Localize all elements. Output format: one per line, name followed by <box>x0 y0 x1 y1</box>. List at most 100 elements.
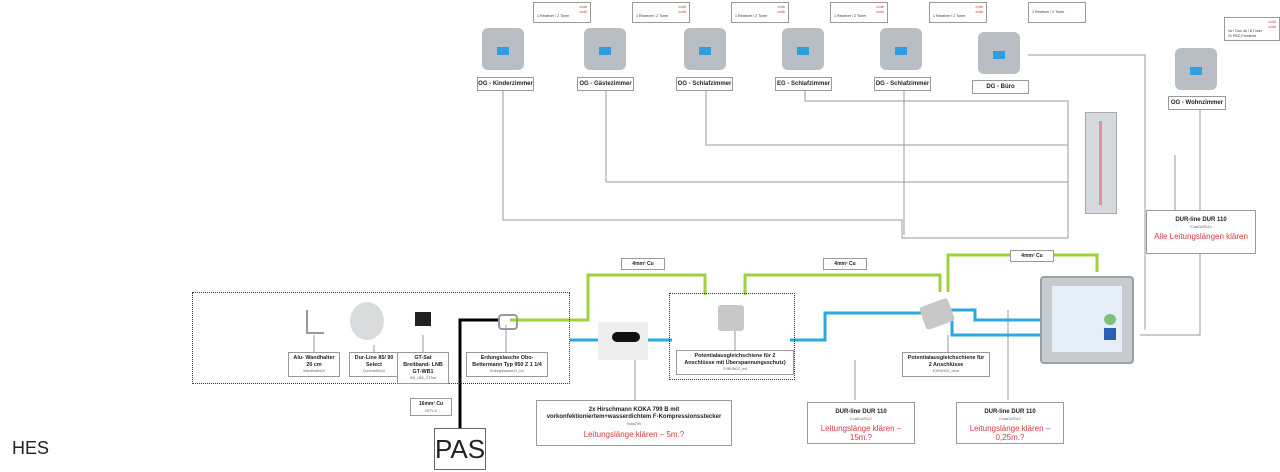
note-level-1: xxdb <box>975 5 983 9</box>
ground-clamp-title: Erdungslasche Obo- Bettermann Typ 950 Z … <box>472 355 542 368</box>
ground-clamp-sku: Erdungslasche21_1/4 <box>490 369 524 373</box>
note-receiver: 1 Receiver / 2 Tuner <box>834 14 867 19</box>
antenna-socket-icon <box>880 28 922 70</box>
dur110-c-sku: KoaxDUR110 <box>1190 225 1212 229</box>
pa-rail-label: Potentialausgleichschiene für 2 Anschlüs… <box>902 352 990 377</box>
note-level-1: xxdb <box>876 5 884 9</box>
pas-box: PAS <box>434 428 486 470</box>
multiswitch-icon <box>1040 276 1134 364</box>
socket-note: xxdb xxdb Vu+ Duo 4k / 8 Tuner 2x PBC-Fr… <box>1224 17 1280 41</box>
antenna-socket-icon <box>482 28 524 70</box>
note-receiver: Vu+ Duo 4k / 8 Tuner <box>1228 29 1262 34</box>
wall-mount-sku: Wandhalter20 <box>303 369 325 373</box>
note-receiver: 1 Receiver / 2 Tuner <box>537 14 570 19</box>
room-label: OG - Schlafzimmer <box>676 77 733 91</box>
room-label: OG - Gästezimmer <box>577 77 634 91</box>
socket-note: 1 Receiver / 2 Tuner <box>1028 2 1086 23</box>
lnb-icon <box>415 312 431 326</box>
ground-clamp-label: Erdungslasche Obo- Bettermann Typ 950 Z … <box>466 352 548 377</box>
wall-mount-icon <box>306 310 324 334</box>
dur110-a-box: DUR-line DUR 110 KoaxDUR110 Leitungsläng… <box>807 402 915 444</box>
pa-rail-surge-title: Potentialausgleichschiene für 2 Anschlüs… <box>684 353 786 366</box>
ground-wire-1 <box>510 273 707 322</box>
line-dg-buero <box>1028 54 1146 330</box>
koka-cable-box: 2x Hirschmann KOKA 799 B mit vorkonfekti… <box>536 400 732 446</box>
note-receiver: 1 Receiver / 2 Tuner <box>636 14 669 19</box>
antenna-socket-icon <box>1175 48 1217 90</box>
socket-note: xxdb xxdb 1 Receiver / 2 Tuner <box>830 2 888 23</box>
antenna-socket-icon <box>584 28 626 70</box>
antenna-socket-icon <box>782 28 824 70</box>
line-eg-schlafzimmer <box>804 90 1069 122</box>
pa-rail-surge-icon <box>718 305 744 331</box>
room-label: OG - Kinderzimmer <box>477 77 534 91</box>
line-og-wohnzimmer <box>1140 105 1201 336</box>
dur110-b-sku: KoaxDUR110 <box>999 417 1021 421</box>
line-og-schlafzimmer <box>705 90 1068 146</box>
ground-wires <box>510 253 1099 322</box>
wall-mount-label: Alu- Wandhalter 20 cm Wandhalter20 <box>288 352 340 377</box>
note-receiver: 1 Receiver / 2 Tuner <box>1032 10 1065 14</box>
ground-wire-2 <box>743 273 942 295</box>
coax-4 <box>950 308 1040 322</box>
satellite-dish-icon <box>350 302 384 340</box>
koka-cable-title: 2x Hirschmann KOKA 799 B mit vorkonfekti… <box>546 407 722 420</box>
coax-5 <box>950 315 1040 337</box>
antenna-socket-icon <box>684 28 726 70</box>
hes-label: HES <box>12 438 50 458</box>
koka-cable-sku: Koka799 <box>627 422 641 426</box>
lnb-title: GT-Sat Breitband- LNB GT-WB1 <box>403 355 443 375</box>
socket-note: xxdb xxdb 1 Receiver / 2 Tuner <box>533 2 591 23</box>
room-label: DG - Büro <box>972 80 1029 94</box>
splitter-icon <box>1085 112 1117 214</box>
line-og-kinderzimmer <box>502 90 1069 239</box>
dur110-c-warning: Alle Leitungslängen klären <box>1154 232 1248 241</box>
cu-label-16mm: 16mm² Cu H07V-K <box>410 398 452 416</box>
dur110-c-title: DUR-line DUR 110 <box>1175 217 1227 223</box>
cu-label-4mm-1: 4mm² Cu <box>621 258 665 270</box>
socket-note: xxdb xxdb 1 Receiver / 2 Tuner <box>929 2 987 23</box>
pa-rail-sku: EXBUNG2_ohne <box>932 369 960 373</box>
cu-label-4mm-3: 4mm² Cu <box>1010 250 1054 262</box>
room-label: OG - Wohnzimmer <box>1168 96 1226 110</box>
note-frontend: 2x PBC-Frontend <box>1228 33 1256 38</box>
note-level-2: xxdb <box>876 9 884 14</box>
cu-16mm-title: 16mm² Cu <box>418 401 444 407</box>
socket-note: xxdb xxdb 1 Receiver / 2 Tuner <box>632 2 690 23</box>
dish-sku: DurLine85rw3 <box>363 369 385 373</box>
lnb-sku: BB_LNB_GTSat <box>410 376 436 380</box>
coax-cables <box>570 308 1040 342</box>
note-level-2: xxdb <box>1268 24 1276 29</box>
cu-16mm-sub: H07V-K <box>424 409 438 413</box>
note-receiver: 1 Receiver / 2 Tuner <box>735 14 768 19</box>
ground-wire-16mm <box>458 318 500 430</box>
wall-mount-title: Alu- Wandhalter 20 cm <box>293 355 335 368</box>
lnb-label: GT-Sat Breitband- LNB GT-WB1 BB_LNB_GTSa… <box>397 352 449 384</box>
note-level-1: xxdb <box>678 5 686 9</box>
dur110-b-warning: Leitungslänge klären – 0,25m.? <box>969 424 1051 442</box>
thin-coax-lines <box>313 54 1201 400</box>
indoor-group-outline <box>669 293 795 380</box>
room-label: EG - Schlafzimmer <box>775 77 832 91</box>
note-level-1: xxdb <box>579 5 587 9</box>
pa-rail-surge-label: Potentialausgleichschiene für 2 Anschlüs… <box>676 350 794 375</box>
dur110-b-title: DUR-line DUR 110 <box>984 409 1036 415</box>
note-level-2: xxdb <box>678 9 686 14</box>
dish-title: Dur-Line 85/ 90 Select <box>354 355 394 368</box>
line-og-gaestezimmer <box>605 90 1068 183</box>
cu-label-4mm-2: 4mm² Cu <box>823 258 867 270</box>
socket-note: xxdb xxdb 1 Receiver / 2 Tuner <box>731 2 789 23</box>
pa-rail-title: Potentialausgleichschiene für 2 Anschlüs… <box>907 355 985 368</box>
room-label: DG - Schlafzimmer <box>874 77 931 91</box>
note-level-1: xxdb <box>777 5 785 9</box>
note-level-1: xxdb <box>1268 20 1276 24</box>
dur110-a-warning: Leitungslänge klären – 15m.? <box>820 424 902 442</box>
dur110-a-sku: KoaxDUR110 <box>850 417 872 421</box>
dish-label: Dur-Line 85/ 90 Select DurLine85rw3 <box>349 352 399 377</box>
note-receiver: 1 Receiver / 2 Tuner <box>933 14 966 19</box>
dur110-c-box: DUR-line DUR 110 KoaxDUR110 Alle Leitung… <box>1146 210 1256 254</box>
coax-3 <box>790 311 922 342</box>
coax-cable-image <box>598 322 648 360</box>
ground-clamp-icon <box>498 314 518 330</box>
